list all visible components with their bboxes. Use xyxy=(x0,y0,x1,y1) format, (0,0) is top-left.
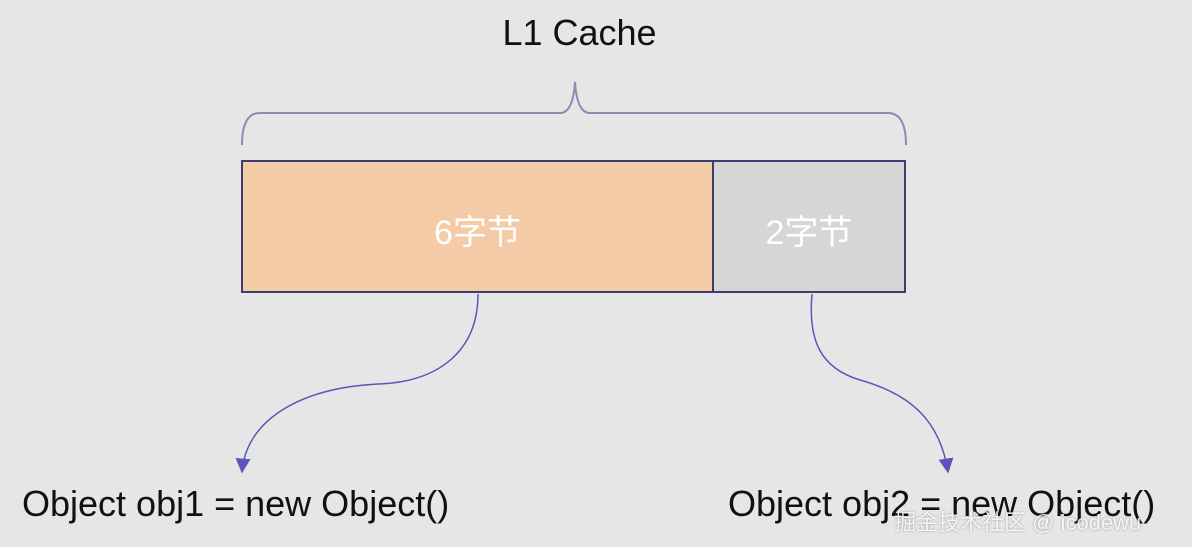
object-obj2-code: Object obj2 = new Object() xyxy=(728,483,1156,524)
segment-2-bytes-label: 2字节 xyxy=(765,214,853,252)
segment-2-bytes xyxy=(712,160,906,293)
watermark: 掘金技术社区 @ icodewu xyxy=(894,510,1142,535)
object-obj1-code: Object obj1 = new Object() xyxy=(22,483,450,524)
cache-title: L1 Cache xyxy=(502,12,657,53)
segment-6-bytes xyxy=(241,160,714,293)
segment-6-bytes-label: 6字节 xyxy=(434,214,521,252)
arrow-obj1 xyxy=(235,293,479,474)
cache-brace xyxy=(241,81,907,146)
arrow-obj2 xyxy=(810,293,954,474)
